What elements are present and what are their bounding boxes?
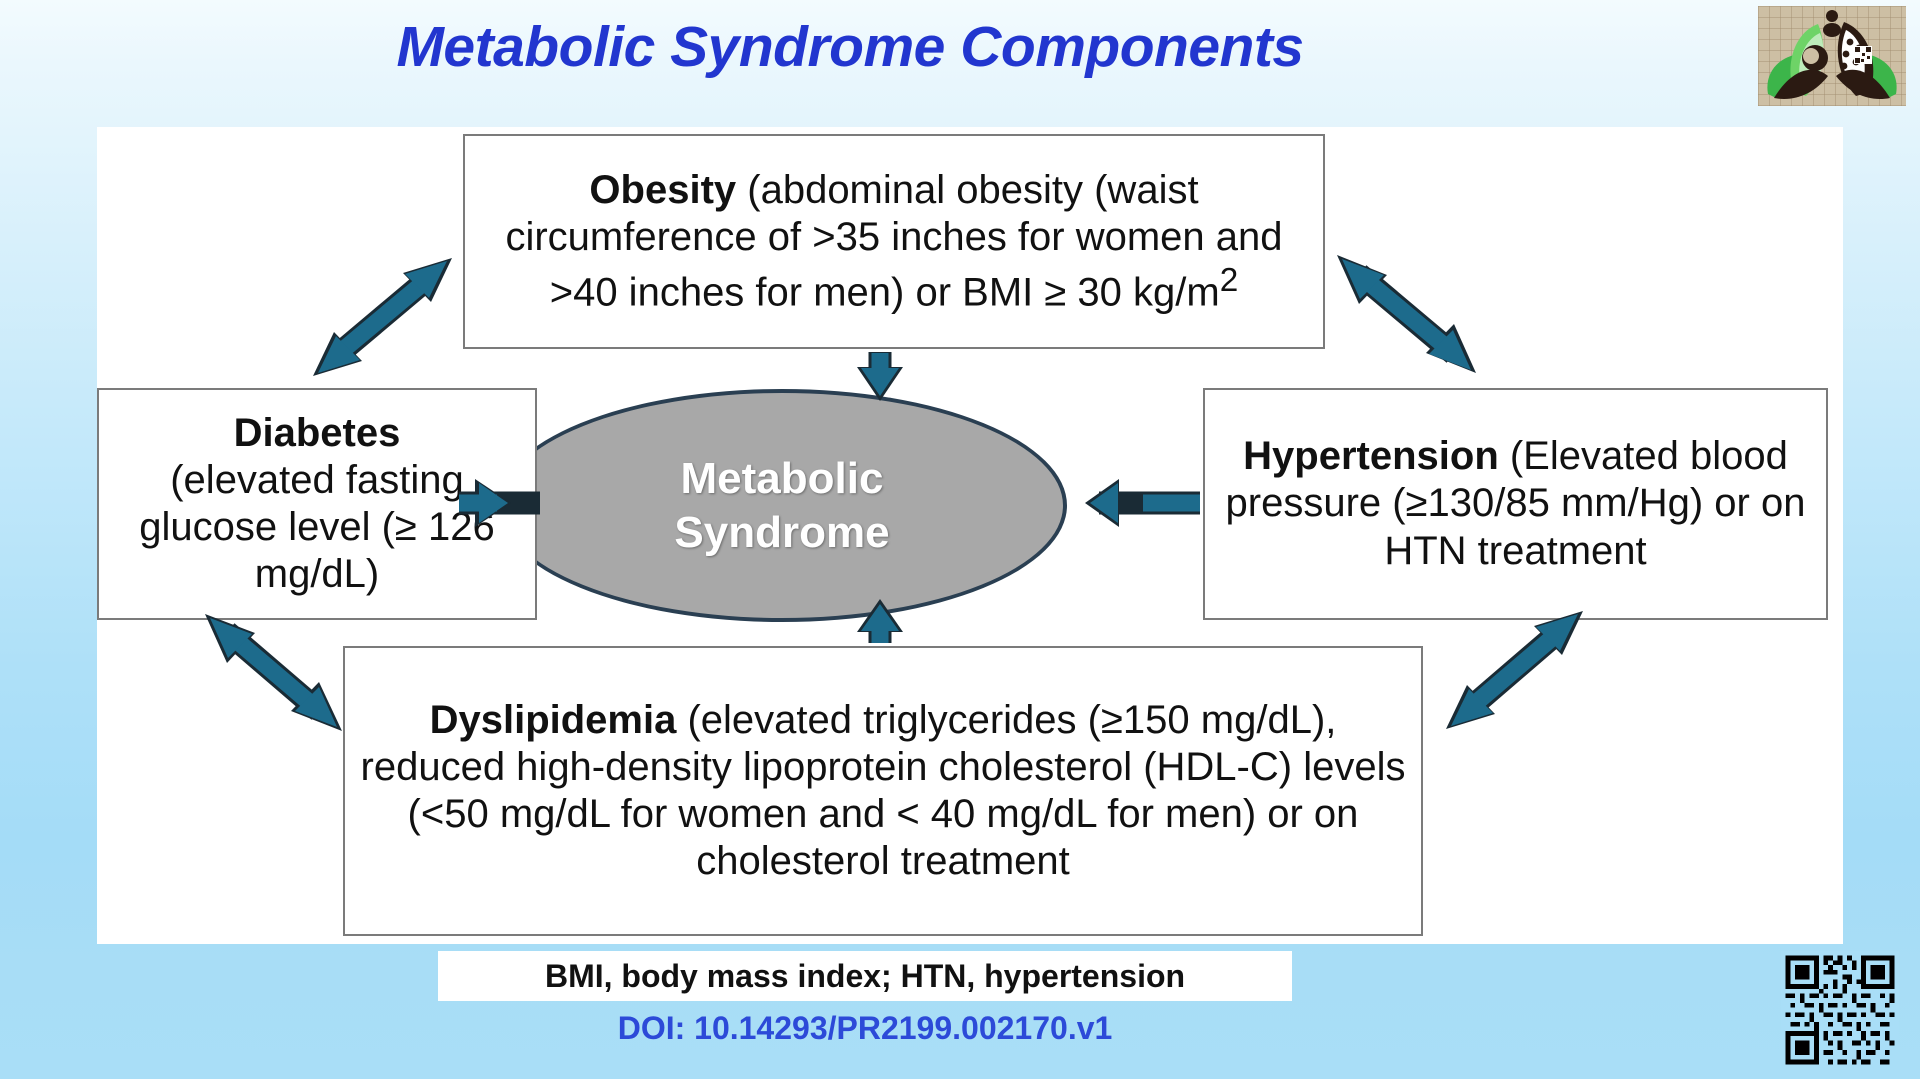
box-diabetes-heading: Diabetes	[233, 410, 401, 455]
arrow-diabetes-obesity	[313, 258, 452, 376]
box-obesity-body: (abdominal obesity (waist circumference …	[505, 167, 1283, 315]
abbreviation-bar: BMI, body mass index; HTN, hypertension	[438, 951, 1292, 1001]
page-title: Metabolic Syndrome Components	[396, 15, 1304, 79]
center-node-metabolic-syndrome: Metabolic Syndrome	[497, 389, 1067, 622]
center-label-line2: Syndrome	[674, 507, 890, 557]
box-obesity-superscript: 2	[1219, 261, 1239, 299]
box-hypertension: Hypertension (Elevated blood pressure (≥…	[1203, 388, 1828, 620]
box-dyslipidemia: Dyslipidemia (elevated triglycerides (≥1…	[343, 646, 1423, 936]
box-hypertension-body: (Elevated blood pressure (≥130/85 mm/Hg)…	[1225, 434, 1806, 573]
box-hypertension-heading: Hypertension	[1243, 434, 1499, 479]
arrow-dyslipidemia-to-center	[857, 599, 903, 643]
box-obesity: Obesity (abdominal obesity (waist circum…	[463, 134, 1325, 349]
diagram-panel: .ln { stroke:#1d6b8c; stroke-width:17; }…	[97, 127, 1843, 944]
doi-text[interactable]: DOI: 10.14293/PR2199.002170.v1	[617, 1010, 1113, 1046]
arrow-hypertension-to-center	[1085, 479, 1200, 527]
arrow-diabetes-dyslipidemia	[205, 614, 342, 731]
arrow-dyslipidemia-hypertension	[1446, 611, 1583, 729]
arrow-diabetes-to-center	[459, 479, 540, 527]
qr-code-icon	[1781, 951, 1899, 1069]
qr-code[interactable]	[1778, 951, 1902, 1069]
box-dyslipidemia-heading: Dyslipidemia	[429, 697, 677, 742]
arrow-obesity-to-center	[857, 352, 903, 401]
box-obesity-heading: Obesity	[589, 167, 737, 212]
arrow-obesity-hypertension	[1337, 255, 1476, 373]
publisher-logo	[1758, 6, 1906, 106]
box-dyslipidemia-body: (elevated triglycerides (≥150 mg/dL), re…	[360, 697, 1406, 884]
abbreviation-text: BMI, body mass index; HTN, hypertension	[544, 957, 1186, 994]
box-diabetes-body: (elevated fasting glucose level (≥ 126 m…	[139, 457, 495, 597]
connector-arrows: .ln { stroke:#1d6b8c; stroke-width:17; }…	[205, 255, 1583, 731]
lotus-leaf-icon	[1767, 10, 1897, 100]
center-label-line1: Metabolic	[680, 453, 884, 503]
